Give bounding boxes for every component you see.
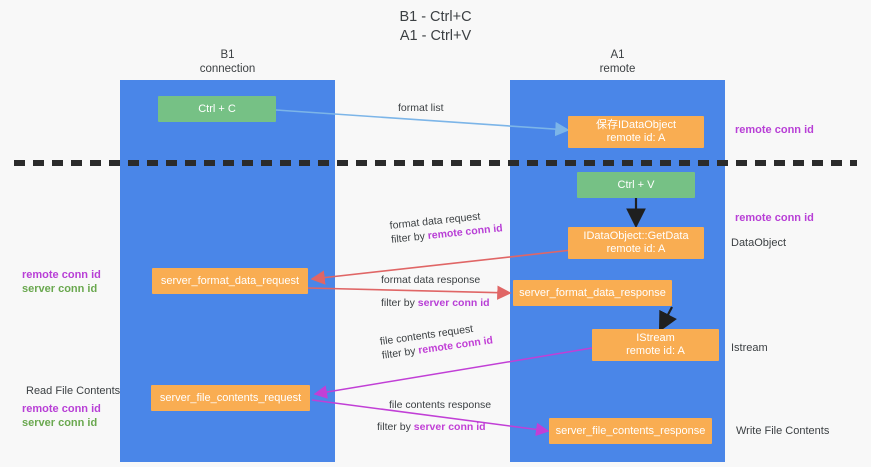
node-ctrl-v-label: Ctrl + V <box>617 178 655 191</box>
column-header-left-role: connection <box>199 63 256 75</box>
node-istream-line1: IStream <box>636 332 675 344</box>
diagram-title: B1 - Ctrl+C A1 - Ctrl+V <box>0 8 871 46</box>
diagram-title-line1: B1 - Ctrl+C <box>399 9 472 25</box>
node-server-file-contents-request[interactable]: server_file_contents_request <box>151 385 310 411</box>
diagram-title-line2: A1 - Ctrl+V <box>399 28 472 44</box>
annotation-right-istream-text: Istream <box>731 342 768 354</box>
edge-label-format-data-response-filter: filter by server conn id <box>381 296 490 310</box>
annotation-right-top-remote-conn-id: remote conn id <box>735 123 814 137</box>
node-istream[interactable]: IStream remote id: A <box>592 329 719 361</box>
edge-label-format-data-response-filter-key: server conn id <box>417 297 490 309</box>
node-save-idataobject[interactable]: 保存IDataObject remote id: A <box>568 116 704 148</box>
node-save-idataobject-line1: 保存IDataObject <box>595 119 677 131</box>
node-idataobject-getdata[interactable]: IDataObject::GetData remote id: A <box>568 227 704 259</box>
annotation-left-bot-server-conn-id-text: server conn id <box>22 417 98 429</box>
edge-label-format-list-text: format list <box>398 102 444 114</box>
edge-label-format-data-response: format data response filter by server co… <box>381 273 490 310</box>
annotation-left-mid-remote-conn-id-text: remote conn id <box>22 269 101 281</box>
annotation-left-read-file-contents-text: Read File Contents <box>26 385 121 397</box>
node-idataobject-getdata-line2: remote id: A <box>606 243 666 255</box>
column-header-right: A1 remote <box>510 48 725 76</box>
node-server-format-data-request[interactable]: server_format_data_request <box>152 268 308 294</box>
edge-label-format-data-request: format data request filter by remote con… <box>389 207 503 247</box>
node-ctrl-c-label: Ctrl + C <box>198 102 236 115</box>
column-header-left: B1 connection <box>120 48 335 76</box>
node-ctrl-c[interactable]: Ctrl + C <box>158 96 276 122</box>
annotation-left-read-file-contents: Read File Contents <box>26 384 120 398</box>
edge-label-format-data-response-text: format data response <box>381 274 481 286</box>
annotation-right-write-file-contents: Write File Contents <box>736 424 829 438</box>
edge-label-file-contents-request-filter-prefix: filter by <box>381 344 420 362</box>
node-server-format-data-response-label: server_format_data_response <box>519 286 666 299</box>
edge-label-format-data-response-filter-prefix: filter by <box>381 297 418 309</box>
annotation-right-istream: Istream <box>731 341 768 355</box>
column-header-left-name: B1 <box>220 49 235 61</box>
annotation-right-dataobject: DataObject <box>731 236 786 250</box>
node-server-file-contents-request-label: server_file_contents_request <box>159 391 302 404</box>
column-header-right-name: A1 <box>610 49 625 61</box>
annotation-left-bot-conn-ids: remote conn id server conn id <box>22 402 101 430</box>
edge-label-file-contents-response-filter-prefix: filter by <box>377 421 414 433</box>
annotation-left-bot-remote-conn-id-text: remote conn id <box>22 403 101 415</box>
node-server-file-contents-response[interactable]: server_file_contents_response <box>549 418 712 444</box>
node-istream-line2: remote id: A <box>626 345 685 357</box>
column-header-right-role: remote <box>599 63 636 75</box>
node-idataobject-getdata-line1: IDataObject::GetData <box>583 230 689 242</box>
edge-label-format-data-request-filter-prefix: filter by <box>390 230 429 246</box>
edge-label-file-contents-response-filter-key: server conn id <box>413 421 486 433</box>
edge-label-format-list: format list <box>398 101 444 115</box>
node-save-idataobject-line2: remote id: A <box>606 132 666 144</box>
edge-label-file-contents-request: file contents request filter by remote c… <box>379 319 494 362</box>
node-server-file-contents-response-label: server_file_contents_response <box>555 424 706 437</box>
separator-dashed-line <box>14 160 857 166</box>
annotation-right-mid-remote-conn-id: remote conn id <box>735 211 814 225</box>
annotation-right-dataobject-text: DataObject <box>731 237 787 249</box>
edge-label-file-contents-response-text: file contents response <box>389 399 492 411</box>
annotation-right-top-remote-conn-id-text: remote conn id <box>735 124 814 136</box>
node-server-format-data-response[interactable]: server_format_data_response <box>513 280 672 306</box>
node-server-format-data-request-label: server_format_data_request <box>160 274 300 287</box>
node-ctrl-v[interactable]: Ctrl + V <box>577 172 695 198</box>
annotation-left-mid-server-conn-id-text: server conn id <box>22 283 98 295</box>
edge-label-file-contents-response-filter: filter by server conn id <box>377 420 491 434</box>
annotation-right-mid-remote-conn-id-text: remote conn id <box>735 212 814 224</box>
annotation-right-write-file-contents-text: Write File Contents <box>736 425 830 437</box>
annotation-left-mid-conn-ids: remote conn id server conn id <box>22 268 101 296</box>
edge-label-file-contents-response: file contents response filter by server … <box>377 398 492 434</box>
